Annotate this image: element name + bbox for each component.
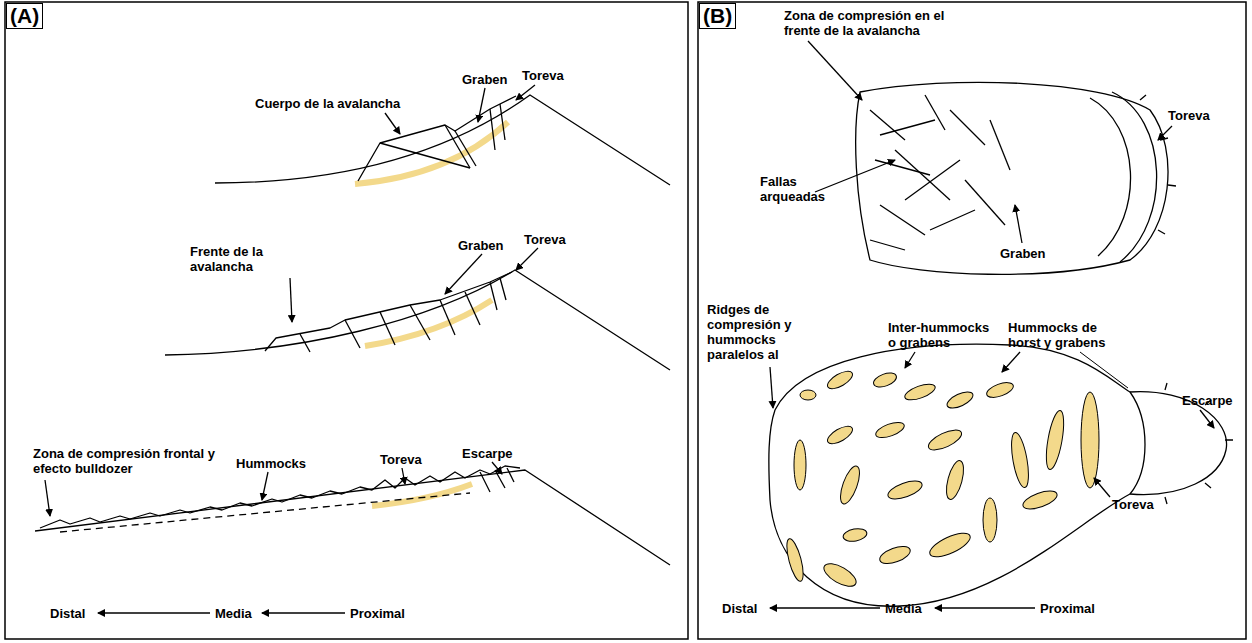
callout-label: Proximal	[350, 606, 405, 621]
panel-tag: (A)	[6, 3, 43, 29]
callout-label: Proximal	[1040, 601, 1095, 616]
callout-label: Inter-hummocks o grabens	[888, 320, 998, 350]
callout-label: Frente de la avalancha	[190, 244, 305, 274]
callout-label: Hummocks de horst y grabens	[1008, 320, 1128, 350]
callout-label: Distal	[722, 601, 757, 616]
callout-label: Zona de compresión en el frente de la av…	[784, 8, 964, 38]
panel-letter: (A)	[10, 4, 39, 27]
panel-tag: (B)	[699, 3, 736, 29]
callout-label: Graben	[1000, 246, 1046, 261]
callout-label: Ridges de compresión y hummocks paralelo…	[707, 302, 807, 362]
callout-label: Zona de compresión frontal y efecto bull…	[33, 446, 238, 476]
callout-label: Toreva	[380, 452, 422, 467]
callout-label: Toreva	[1168, 108, 1210, 123]
callout-label: Media	[215, 606, 252, 621]
callout-label: Distal	[50, 606, 85, 621]
callout-label: Graben	[462, 72, 508, 87]
panel-letter: (B)	[703, 4, 732, 27]
callout-label: Fallas arqueadas	[760, 174, 840, 204]
callout-label: Escarpe	[1182, 393, 1233, 408]
callout-label: Toreva	[524, 232, 566, 247]
callout-label: Cuerpo de la avalancha	[255, 96, 400, 111]
callout-label: Escarpe	[462, 446, 513, 461]
callout-label: Graben	[458, 238, 504, 253]
callout-label: Hummocks	[236, 456, 306, 471]
callout-label: Media	[885, 601, 922, 616]
callout-label: Toreva	[522, 68, 564, 83]
callout-label: Toreva	[1112, 497, 1154, 512]
